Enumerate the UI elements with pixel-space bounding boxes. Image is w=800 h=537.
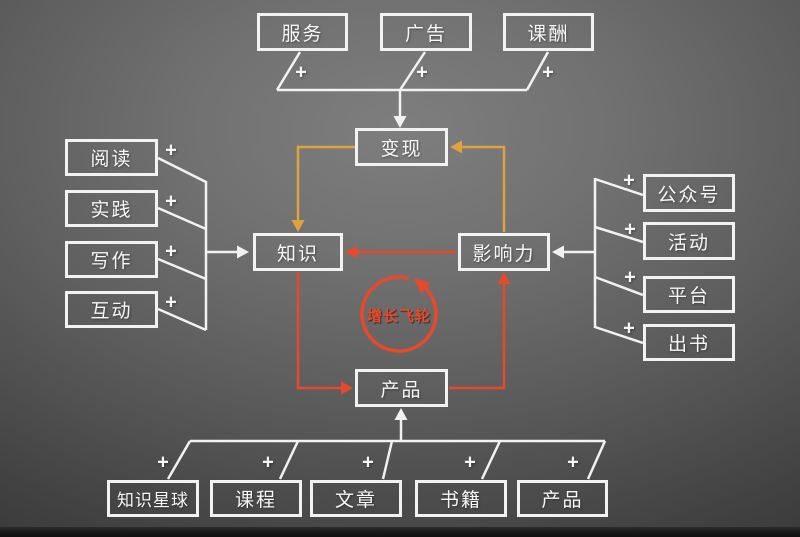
right-merge-connector (552, 177, 644, 345)
plus-sign: + (165, 190, 177, 213)
input-article: 文章 (310, 480, 402, 517)
arrow-up-icon (497, 272, 511, 284)
arrow-down-icon (393, 116, 407, 128)
plus-sign: + (262, 451, 274, 474)
flywheel-cycle-icon (360, 275, 438, 353)
plus-sign: + (567, 451, 579, 474)
top-merge-connector (275, 51, 550, 128)
input-service: 服务 (257, 13, 348, 51)
plus-sign: + (623, 317, 635, 340)
arrow-down-icon (291, 220, 305, 232)
node-influence: 影响力 (458, 233, 550, 271)
node-product: 产品 (355, 369, 448, 407)
input-interaction: 互动 (65, 291, 158, 328)
input-reading: 阅读 (65, 139, 158, 176)
plus-sign: + (165, 240, 177, 263)
arrow-left-icon (345, 245, 357, 259)
plus-sign: + (624, 218, 636, 241)
input-publish-book: 出书 (643, 324, 735, 361)
input-events: 活动 (643, 222, 735, 260)
plus-sign: + (165, 291, 177, 314)
arrow-left-icon (552, 245, 564, 259)
plus-sign: + (362, 451, 374, 474)
input-product: 产品 (517, 480, 608, 517)
arrow-up-icon (394, 408, 408, 420)
input-course-fee: 课酬 (503, 13, 594, 51)
red-cycle-connector (296, 245, 511, 395)
plus-sign: + (542, 61, 554, 84)
bottom-merge-connector (166, 408, 607, 480)
plus-sign: + (295, 61, 307, 84)
plus-sign: + (157, 451, 169, 474)
slide-bottom-edge (0, 527, 800, 537)
input-writing: 写作 (65, 241, 158, 278)
input-platform: 平台 (643, 276, 735, 313)
plus-sign: + (165, 139, 177, 162)
plus-sign: + (464, 451, 476, 474)
arrow-right-icon (237, 245, 249, 259)
plus-sign: + (416, 61, 428, 84)
arrow-right-icon (341, 381, 353, 395)
input-knowledge-planet: 知识星球 (107, 480, 199, 517)
plus-sign: + (623, 169, 635, 192)
node-monetize: 变现 (355, 128, 448, 166)
node-knowledge: 知识 (253, 233, 343, 271)
left-merge-connector (157, 156, 249, 332)
input-course: 课程 (210, 480, 302, 517)
plus-sign: + (624, 266, 636, 289)
amber-cycle-connector (291, 140, 506, 232)
input-book: 书籍 (415, 480, 507, 517)
flywheel-label: 增长飞轮 (366, 308, 431, 325)
input-practice: 实践 (65, 190, 158, 227)
input-ads: 广告 (380, 13, 472, 51)
input-wechat-account: 公众号 (643, 174, 735, 212)
arrow-left-icon (450, 140, 462, 154)
